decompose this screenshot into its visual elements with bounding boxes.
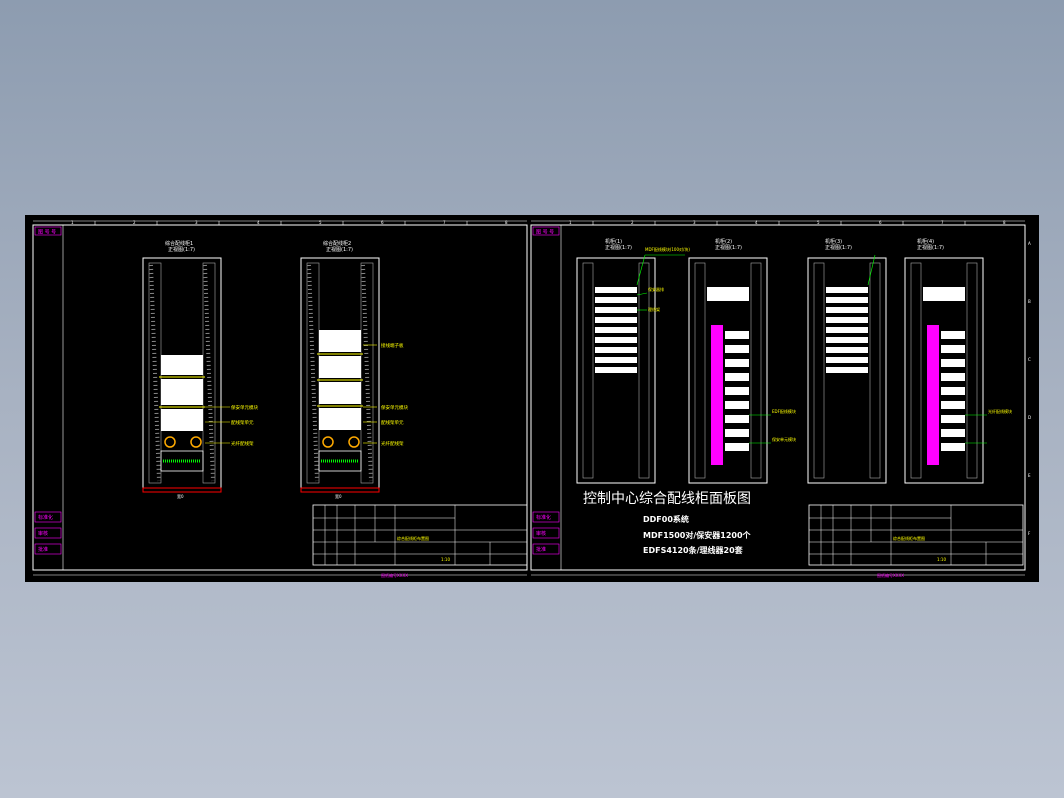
- cabinet-1-callout-3: 光纤配线架: [231, 440, 254, 447]
- rack-3-subtitle: 正视图(1:7): [825, 244, 852, 251]
- rack-3: 机柜(3) 正视图(1:7): [807, 238, 887, 484]
- rack-1-title: 机柜(1): [605, 238, 622, 245]
- cabinet-2-callout-1: 接线端子板: [381, 342, 404, 349]
- right-callout-5: 保安单元模块: [772, 436, 796, 442]
- cabinet-2-callout-2: 保安单元模块: [381, 404, 408, 411]
- right-margin-tags: 标准化 审核 批准: [532, 511, 560, 555]
- grid-col-label: 6: [381, 220, 384, 225]
- grid-row-label: E: [1028, 473, 1031, 478]
- cabinet-2-subtitle: 正视图(1:7): [326, 246, 353, 253]
- cabinet-2: 综合配线柜2 正视图(1:7) 宽0 接线端子板 保安单元: [300, 240, 408, 499]
- rack-1: 机柜(1) 正视图(1:7): [576, 238, 656, 484]
- grid-labels: 1 2 3 4 5 6 7 8 1 2 3 4 5 6 7 8A B C D E F: [71, 220, 1031, 536]
- grid-col-label: 6: [879, 220, 882, 225]
- grid-col-label: 3: [195, 220, 198, 225]
- cabinet-1: 综合配线柜1 正视图(1:7) 宽0 保安单元模块 配线架单元 光纤配线架: [142, 240, 258, 499]
- cabinet-1-callout-1: 保安单元模块: [231, 404, 258, 411]
- left-margin-tags: 标准化 审核 批准: [34, 511, 62, 555]
- rack-4: 机柜(4) 正视图(1:7): [904, 238, 984, 484]
- drawing-system-name: DDF00系统: [643, 514, 689, 524]
- grid-col-label: 8: [505, 220, 508, 225]
- drawing-main-title: 控制中心综合配线柜面板图: [583, 491, 751, 507]
- grid-col-label: 1: [569, 220, 572, 225]
- cabinet-2-title: 综合配线柜2: [323, 240, 351, 247]
- grid-row-label: D: [1028, 415, 1031, 420]
- right-sheet: 图 号 号 标准化 审核 批准 图纸编号XXXX 机柜(1) 正视图(1:7): [530, 220, 1026, 578]
- right-callout-3: 理线架: [648, 306, 660, 312]
- grid-col-label: 7: [941, 220, 944, 225]
- rack-4-subtitle: 正视图(1:7): [917, 244, 944, 251]
- grid-row-label: F: [1028, 531, 1031, 536]
- right-title-block-name: 综合配线柜布置图: [893, 535, 925, 541]
- left-margin-tag-2: 审核: [38, 530, 48, 537]
- rack-4-title: 机柜(4): [917, 238, 934, 245]
- left-margin-tag-3: 批准: [38, 546, 48, 553]
- grid-col-label: 5: [319, 220, 322, 225]
- rack-3-modules: [826, 287, 868, 373]
- grid-col-label: 4: [257, 220, 260, 225]
- right-margin-tag-1: 标准化: [536, 514, 551, 521]
- left-corner-tag: 图 号 号: [38, 230, 56, 236]
- grid-col-label: 1: [71, 220, 74, 225]
- rack-1-modules: [595, 287, 637, 373]
- rack-1-subtitle: 正视图(1:7): [605, 244, 632, 251]
- right-margin-tag-2: 审核: [536, 530, 546, 537]
- grid-row-label: B: [1028, 299, 1031, 304]
- rack-2-subtitle: 正视图(1:7): [715, 244, 742, 251]
- right-callouts: [636, 254, 987, 444]
- right-callout-6: 光纤配线模块: [988, 408, 1012, 414]
- grid-col-label: 4: [755, 220, 758, 225]
- grid-col-label: 5: [817, 220, 820, 225]
- right-corner-tag: 图 号 号: [536, 230, 554, 236]
- right-footer: 图纸编号XXXX: [877, 572, 904, 578]
- grid-col-label: 2: [133, 220, 136, 225]
- right-callout-2: 保安器排: [648, 286, 664, 292]
- cabinet-1-callout-2: 配线架单元: [231, 419, 254, 426]
- right-callout-1: MDF配线模块(100对/块): [645, 246, 690, 252]
- left-footer: 图纸编号XXXX: [381, 572, 408, 578]
- grid-col-label: 3: [693, 220, 696, 225]
- grid-col-label: 2: [631, 220, 634, 225]
- right-title-block-scale: 1:10: [937, 557, 946, 562]
- cabinet-2-callout-4: 光纤配线架: [381, 440, 404, 447]
- cabinet-1-subtitle: 正视图(1:7): [168, 246, 195, 253]
- rack-2: 机柜(2) 正视图(1:7): [688, 238, 768, 484]
- cabinet-2-callout-3: 配线架单元: [381, 419, 404, 426]
- right-title-block: 综合配线柜布置图 1:10: [808, 504, 1024, 566]
- drawing-line-2: MDF1500对/保安器1200个: [643, 530, 752, 540]
- rack-3-title: 机柜(3): [825, 238, 842, 245]
- cabinet-1-base-label: 宽0: [177, 493, 184, 499]
- cad-drawing-svg: 图 号 号 标准化 审核 批准 图纸编号XXXX 综合配线柜1 正视图(1:7): [32, 220, 1031, 578]
- grid-row-label: A: [1028, 241, 1031, 246]
- grid-col-label: 8: [1003, 220, 1006, 225]
- grid-row-label: C: [1028, 357, 1031, 362]
- grid-col-label: 7: [443, 220, 446, 225]
- rack-2-modules: [725, 331, 749, 451]
- cabinet-2-base-label: 宽0: [335, 493, 342, 499]
- left-title-block: 综合配线柜布置图 1:10: [312, 504, 528, 566]
- left-title-block-name: 综合配线柜布置图: [397, 535, 429, 541]
- left-margin-tag-1: 标准化: [38, 514, 53, 521]
- rack-2-title: 机柜(2): [715, 238, 732, 245]
- right-margin-tag-3: 批准: [536, 546, 546, 553]
- cad-drawing-canvas: 图 号 号 标准化 审核 批准 图纸编号XXXX 综合配线柜1 正视图(1:7): [25, 215, 1039, 582]
- drawing-line-3: EDFS4120条/理线器20套: [643, 545, 744, 555]
- cabinet-1-title: 综合配线柜1: [165, 240, 193, 247]
- left-sheet: 图 号 号 标准化 审核 批准 图纸编号XXXX 综合配线柜1 正视图(1:7): [32, 220, 528, 578]
- left-title-block-scale: 1:10: [441, 557, 450, 562]
- right-callout-4: EDF配线模块: [772, 408, 796, 414]
- rack-4-modules: [941, 331, 965, 451]
